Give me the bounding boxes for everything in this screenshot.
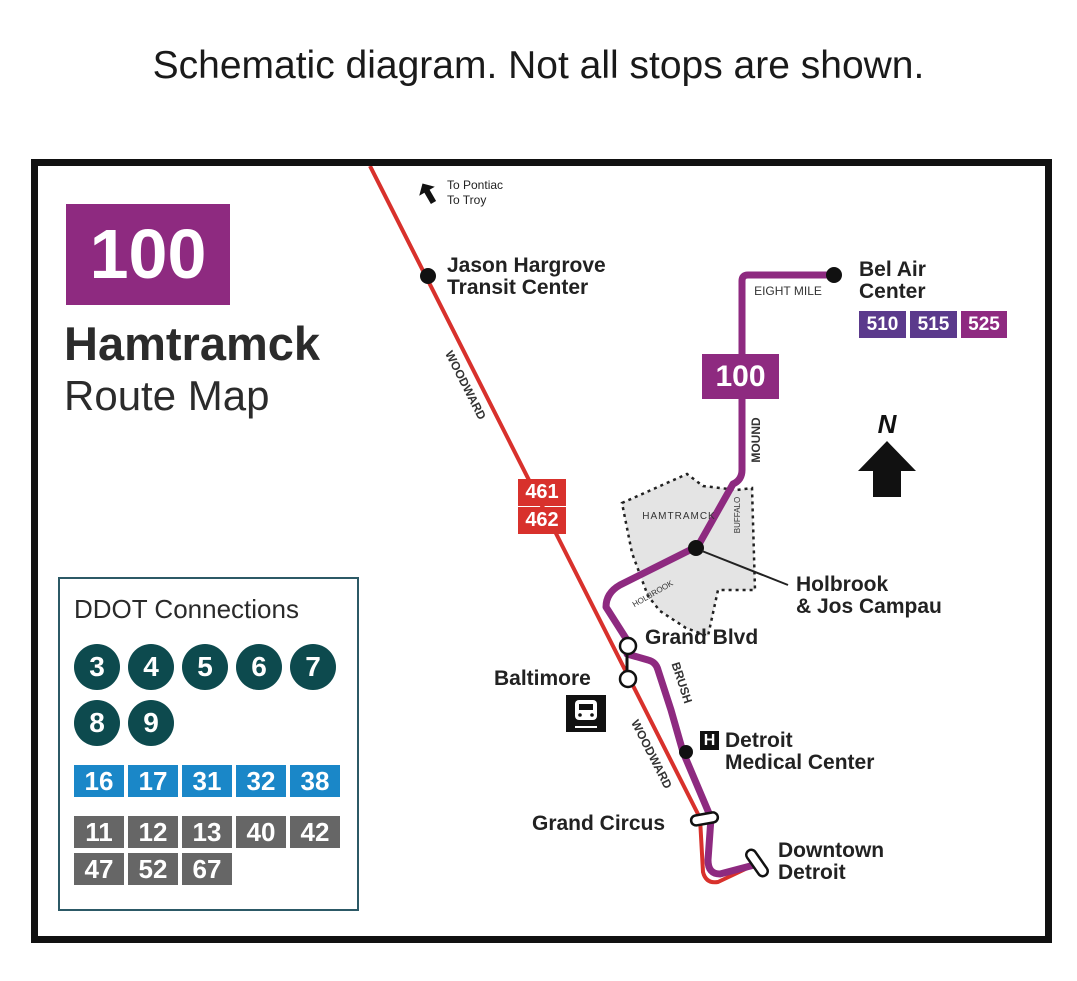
ddot-route-grey: 11 — [74, 816, 124, 848]
label-grand-blvd: Grand Blvd — [645, 626, 759, 649]
label-downtown: Downtown Detroit — [778, 839, 885, 884]
ddot-route-grey: 47 — [74, 853, 124, 885]
mound-route-badge: 100 — [702, 354, 779, 399]
label-jason-hargrove: Jason Hargrove Transit Center — [447, 254, 606, 299]
ddot-route-grey: 42 — [290, 816, 340, 848]
ddot-route-circle: 6 — [236, 644, 282, 690]
direction-arrow-icon — [419, 183, 437, 205]
stop-bel-air[interactable] — [826, 267, 842, 283]
stop-jason-hargrove[interactable] — [420, 268, 436, 284]
ddot-route-circle: 7 — [290, 644, 336, 690]
stop-grand-circus[interactable] — [689, 811, 720, 827]
street-buffalo: BUFFALO — [733, 497, 742, 533]
caption: Schematic diagram. Not all stops are sho… — [152, 44, 925, 87]
route-number-badge: 100 — [66, 204, 230, 305]
street-brush: BRUSH — [669, 660, 696, 705]
hamtramck-area — [620, 472, 757, 638]
ddot-route-circle: 9 — [128, 700, 174, 746]
ddot-route-grey: 13 — [182, 816, 232, 848]
ddot-route-grey: 40 — [236, 816, 286, 848]
label-grand-circus: Grand Circus — [532, 812, 666, 835]
north-arrow-icon — [858, 441, 916, 497]
ddot-route-grey: 12 — [128, 816, 178, 848]
woodward-route-badge-462: 462 — [518, 507, 566, 534]
woodward-line — [368, 166, 757, 885]
stop-grand-blvd[interactable] — [618, 636, 638, 656]
ddot-route-blue: 31 — [182, 765, 232, 797]
north-label: N — [878, 409, 898, 439]
ddot-route-circle: 3 — [74, 644, 120, 690]
map-frame — [31, 159, 1052, 943]
ddot-connections-title: DDOT Connections — [74, 594, 299, 624]
area-label: HAMTRAMCK — [642, 511, 715, 522]
belair-route-510: 510 — [859, 311, 906, 338]
label-dmc: Detroit Medical Center — [725, 729, 875, 774]
label-baltimore: Baltimore — [494, 667, 591, 690]
stop-dmc[interactable] — [679, 745, 693, 759]
train-icon — [566, 695, 606, 732]
holbrook-pointer — [701, 550, 789, 586]
ddot-route-grey: 52 — [128, 853, 178, 885]
label-holbrook: Holbrook & Jos Campau — [796, 573, 942, 618]
route-100-line — [602, 271, 833, 878]
ddot-route-grey: 67 — [182, 853, 232, 885]
ddot-route-blue: 16 — [74, 765, 124, 797]
street-mound: MOUND — [749, 417, 763, 463]
ddot-route-blue: 38 — [290, 765, 340, 797]
street-eight-mile: EIGHT MILE — [754, 284, 822, 298]
ddot-route-circle: 8 — [74, 700, 120, 746]
belair-route-515: 515 — [910, 311, 957, 338]
ddot-connections-box — [58, 577, 359, 911]
stop-downtown[interactable] — [744, 848, 769, 878]
stop-holbrook[interactable] — [688, 540, 704, 556]
direction-label: To Pontiac To Troy — [447, 178, 504, 207]
ddot-route-circle: 4 — [128, 644, 174, 690]
stop-baltimore[interactable] — [618, 669, 638, 689]
woodward-route-badge-461: 461 — [518, 479, 566, 506]
ddot-route-blue: 17 — [128, 765, 178, 797]
route-name: Hamtramck — [64, 317, 321, 370]
hospital-icon: H — [700, 731, 719, 750]
label-bel-air: Bel Air Center — [859, 258, 926, 303]
belair-route-525: 525 — [961, 311, 1007, 338]
ddot-route-blue: 32 — [236, 765, 286, 797]
ddot-route-circle: 5 — [182, 644, 228, 690]
route-map: WOODWARD WOODWARD EIGHT MILE MOUND BUFFA… — [368, 166, 916, 885]
route-subtitle: Route Map — [64, 372, 270, 419]
